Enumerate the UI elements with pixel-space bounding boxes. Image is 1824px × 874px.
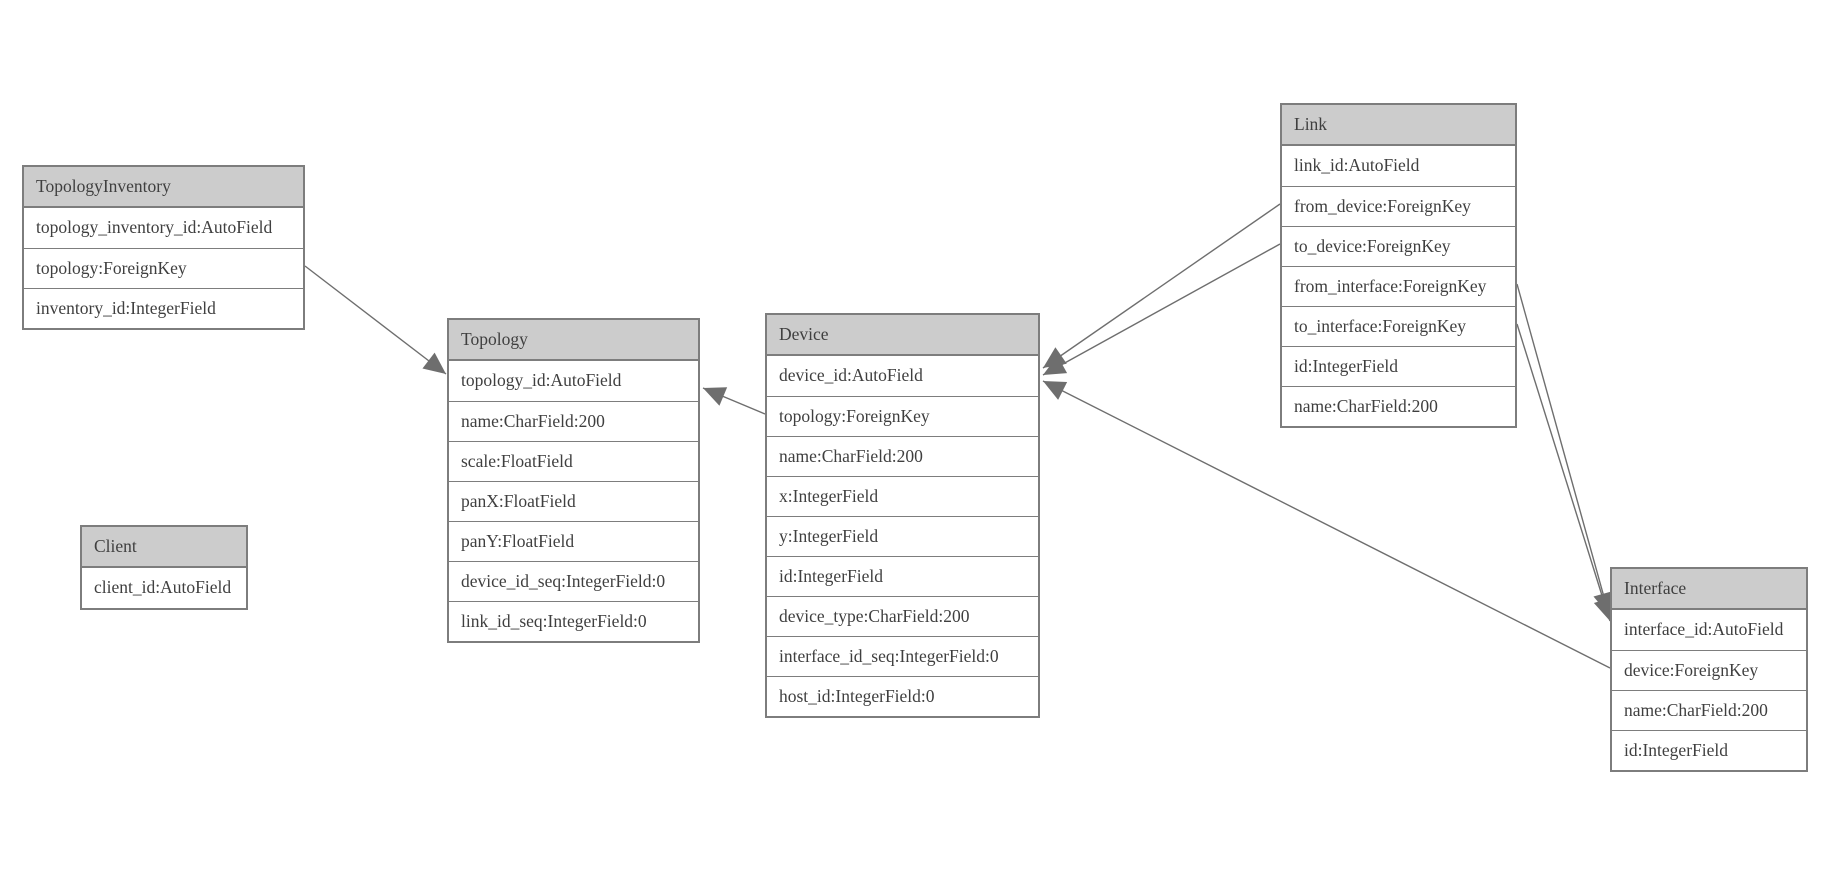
- entity-title-topology: Topology: [449, 320, 698, 361]
- field-row-device-7: interface_id_seq:IntegerField:0: [767, 636, 1038, 676]
- field-row-link-4: to_interface:ForeignKey: [1282, 306, 1515, 346]
- entity-title-topology-inventory: TopologyInventory: [24, 167, 303, 208]
- edge-link-from-interface-fk: [1516, 283, 1613, 616]
- field-row-topology-inventory-1: topology:ForeignKey: [24, 248, 303, 288]
- field-row-link-6: name:CharField:200: [1282, 386, 1515, 426]
- field-row-device-8: host_id:IntegerField:0: [767, 676, 1038, 716]
- entity-title-device: Device: [767, 315, 1038, 356]
- field-row-device-6: device_type:CharField:200: [767, 596, 1038, 636]
- edge-topologyinventory-topology-fk: [304, 265, 447, 375]
- field-row-topology-6: link_id_seq:IntegerField:0: [449, 601, 698, 641]
- field-row-topology-inventory-0: topology_inventory_id:AutoField: [24, 208, 303, 248]
- field-row-link-5: id:IntegerField: [1282, 346, 1515, 386]
- field-row-interface-1: device:ForeignKey: [1612, 650, 1806, 690]
- field-row-topology-1: name:CharField:200: [449, 401, 698, 441]
- field-row-topology-0: topology_id:AutoField: [449, 361, 698, 401]
- entity-title-link: Link: [1282, 105, 1515, 146]
- field-row-link-0: link_id:AutoField: [1282, 146, 1515, 186]
- edge-link-to-device-fk: [1042, 243, 1281, 376]
- field-row-topology-5: device_id_seq:IntegerField:0: [449, 561, 698, 601]
- field-row-device-1: topology:ForeignKey: [767, 396, 1038, 436]
- field-row-client-0: client_id:AutoField: [82, 568, 246, 608]
- field-row-interface-2: name:CharField:200: [1612, 690, 1806, 730]
- field-row-topology-2: scale:FloatField: [449, 441, 698, 481]
- field-row-device-0: device_id:AutoField: [767, 356, 1038, 396]
- field-row-link-1: from_device:ForeignKey: [1282, 186, 1515, 226]
- field-row-topology-inventory-2: inventory_id:IntegerField: [24, 288, 303, 328]
- field-row-link-3: from_interface:ForeignKey: [1282, 266, 1515, 306]
- entity-title-interface: Interface: [1612, 569, 1806, 610]
- field-row-device-5: id:IntegerField: [767, 556, 1038, 596]
- field-row-device-4: y:IntegerField: [767, 516, 1038, 556]
- edge-device-topology-fk: [702, 387, 766, 415]
- field-row-topology-3: panX:FloatField: [449, 481, 698, 521]
- field-row-interface-3: id:IntegerField: [1612, 730, 1806, 770]
- field-row-link-2: to_device:ForeignKey: [1282, 226, 1515, 266]
- field-row-device-2: name:CharField:200: [767, 436, 1038, 476]
- edge-link-from-device-fk: [1042, 203, 1281, 369]
- field-row-interface-0: interface_id:AutoField: [1612, 610, 1806, 650]
- field-row-topology-4: panY:FloatField: [449, 521, 698, 561]
- edge-link-to-interface-fk: [1516, 323, 1613, 622]
- field-row-device-3: x:IntegerField: [767, 476, 1038, 516]
- entity-title-client: Client: [82, 527, 246, 568]
